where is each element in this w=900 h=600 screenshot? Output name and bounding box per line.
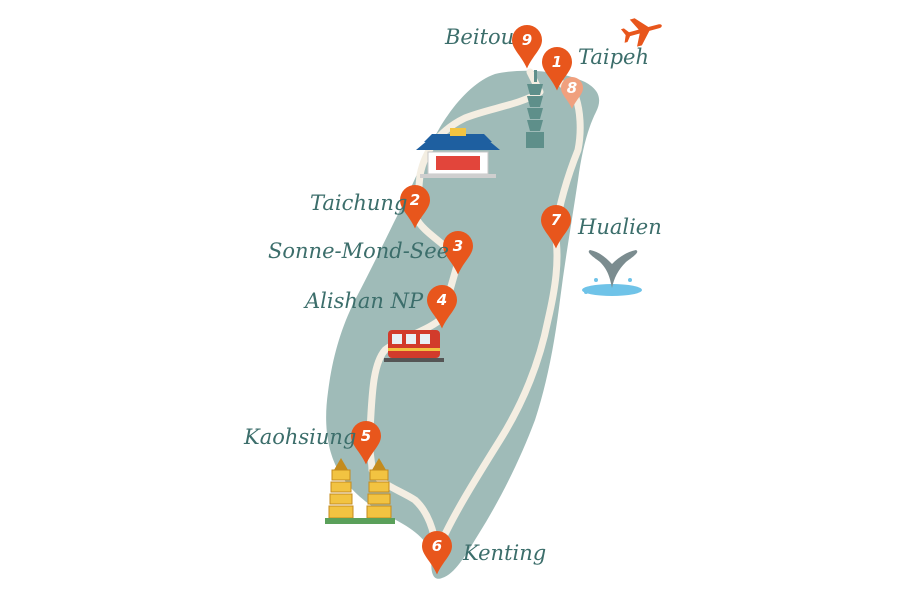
pin-marker-8[interactable]: 8 xyxy=(561,77,583,109)
taipei-101-icon xyxy=(526,70,544,148)
pin-marker-5[interactable]: 5 xyxy=(351,421,381,465)
pin-number: 7 xyxy=(551,211,562,229)
pin-number: 5 xyxy=(361,427,371,445)
whale-tail-icon xyxy=(582,250,642,296)
taiwan-island xyxy=(326,70,600,579)
pin-marker-4[interactable]: 4 xyxy=(427,285,457,329)
pin-shape xyxy=(512,25,542,69)
pin-number: 4 xyxy=(436,291,447,309)
pin-marker-6[interactable]: 6 xyxy=(422,531,452,575)
label-taichung: Taichung xyxy=(310,191,407,215)
pin-marker-3[interactable]: 3 xyxy=(443,231,473,275)
label-kenting: Kenting xyxy=(462,541,546,565)
pin-shape xyxy=(561,77,583,109)
pin-shape xyxy=(443,231,473,275)
pin-number: 9 xyxy=(522,31,532,49)
pin-shape xyxy=(542,47,572,91)
plane-icon xyxy=(620,18,662,47)
pin-shape xyxy=(400,185,430,229)
pin-marker-2[interactable]: 2 xyxy=(400,185,430,229)
temple-icon xyxy=(416,128,500,178)
pin-marker-7[interactable]: 7 xyxy=(541,205,571,249)
pin-number: 8 xyxy=(567,79,577,97)
pin-shape xyxy=(541,205,571,249)
label-taipeh: Taipeh xyxy=(578,45,649,69)
train-icon xyxy=(384,330,444,362)
pin-marker-1[interactable]: 1 xyxy=(542,47,572,91)
pin-number: 2 xyxy=(410,191,420,209)
pin-number: 6 xyxy=(432,537,442,555)
pin-shape xyxy=(422,531,452,575)
pin-number: 1 xyxy=(552,53,562,71)
pin-number: 3 xyxy=(453,237,463,255)
pin-shape xyxy=(427,285,457,329)
label-kaohsiung: Kaohsiung xyxy=(243,425,356,449)
label-alishan-np: Alishan NP xyxy=(303,289,424,313)
pin-shape xyxy=(351,421,381,465)
pin-marker-9[interactable]: 9 xyxy=(512,25,542,69)
pagoda-icon xyxy=(325,458,395,524)
label-sonne-mond-see: Sonne-Mond-See xyxy=(268,239,449,263)
label-beitou: Beitou xyxy=(444,25,514,49)
label-hualien: Hualien xyxy=(577,215,662,239)
